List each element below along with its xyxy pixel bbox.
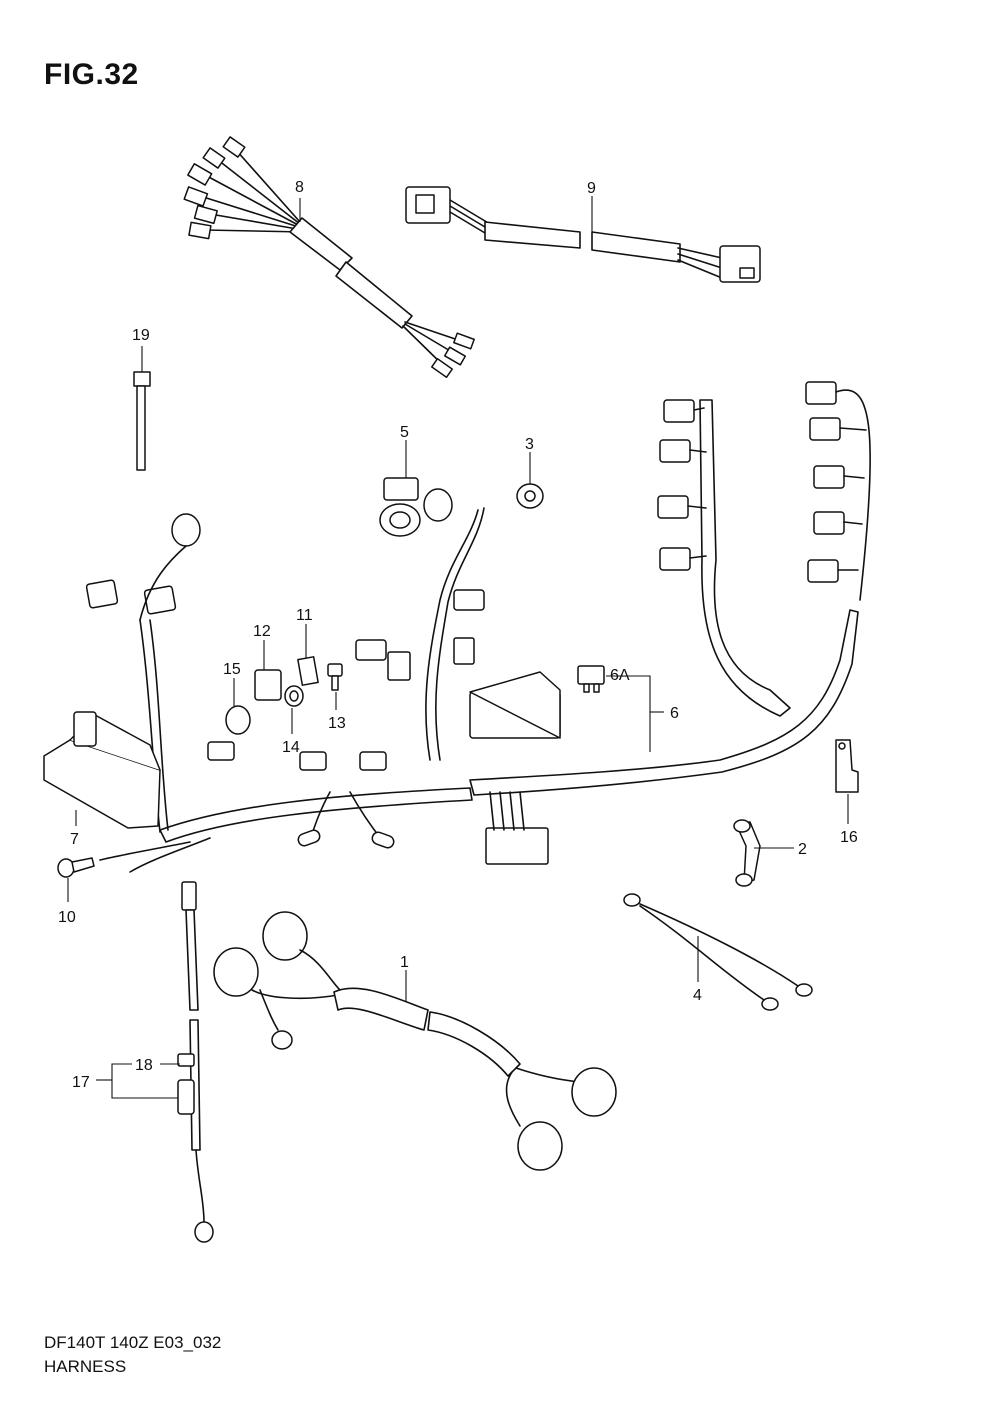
callout-labels: 1 2 3 4 5 6 6A 7 8 9 10 11 12 13 14 15 1… [58,179,858,1091]
figure-code: DF140T 140Z E03_032 [44,1333,222,1352]
part-2-ground-strap [733,819,761,887]
callout-10: 10 [58,909,76,926]
callout-4: 4 [693,987,702,1004]
part-10-screw [57,857,95,878]
callout-14: 14 [282,739,300,756]
callout-13: 13 [328,715,346,732]
callout-5: 5 [400,424,409,441]
callout-7: 7 [70,831,79,848]
callout-1: 1 [400,954,409,971]
callout-11: 11 [296,607,313,624]
part-8-sub-harness [183,136,475,379]
part-4-ground-wire [623,893,813,1011]
callout-18: 18 [135,1057,153,1074]
callout-6a: 6A [610,667,630,684]
part-16-bracket [835,739,859,793]
callout-17: 17 [72,1074,90,1091]
part-1-harness [213,911,617,1171]
callout-6: 6 [670,705,679,722]
figure-name: HARNESS [44,1357,127,1376]
part-17-fuse-harness [177,881,214,1243]
part-3-grommet [516,483,544,509]
callout-9: 9 [587,180,596,197]
callout-15: 15 [223,661,241,678]
part-5-sensor [379,477,453,537]
figure-footer: DF140T 140Z E03_032 HARNESS [44,1331,221,1379]
leader-lines [67,196,849,1099]
parts-11-15-hardware [225,656,343,735]
part-9-sub-harness [405,186,761,283]
callout-19: 19 [132,327,150,344]
callout-2: 2 [798,841,807,858]
part-19-cable-tie [133,371,151,471]
callout-12: 12 [253,623,271,640]
part-6a-fuse [577,665,605,693]
callout-16: 16 [840,829,858,846]
callout-8: 8 [295,179,304,196]
callout-3: 3 [525,436,534,453]
figure-title: FIG.32 [44,58,139,91]
part-6-main-harness [43,381,872,873]
